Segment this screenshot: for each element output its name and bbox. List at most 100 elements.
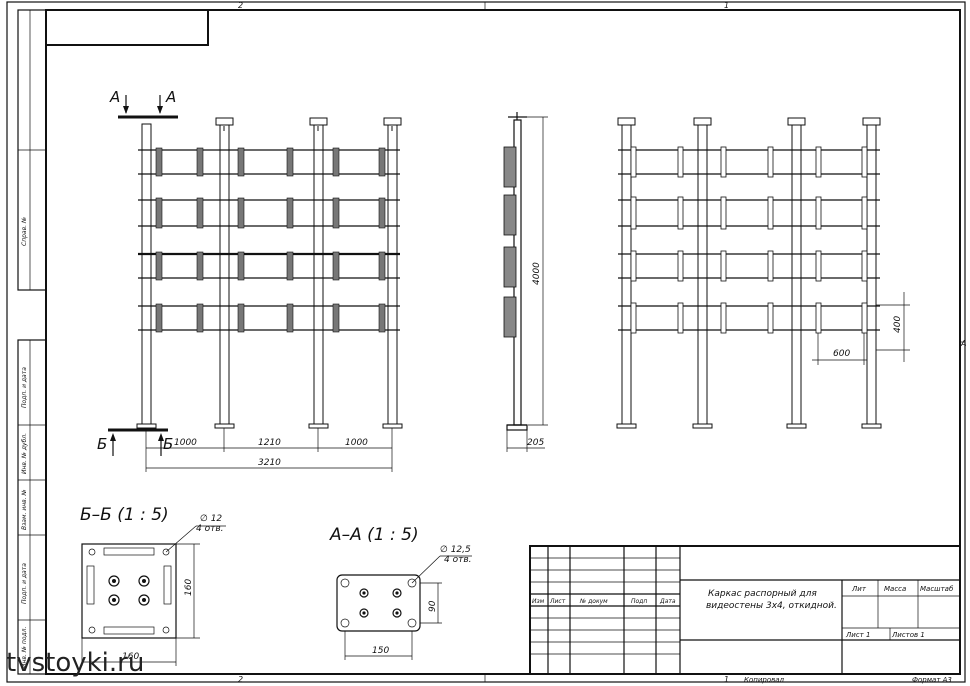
front-mount-bracket (286, 197, 294, 229)
rear-mount-bracket (630, 250, 637, 282)
rear-column-foot (616, 423, 637, 429)
section-a-view: А–А (1 : 5) ∅ 12,5 4 отв. 90 150 (329, 525, 472, 660)
zone-bottom-left: 2 (238, 675, 243, 684)
rear-mount-bracket (630, 302, 637, 334)
section-a-hole: ∅ 12,5 (440, 545, 471, 555)
section-b-dim-side: 160 (184, 579, 194, 596)
section-a-dim-side: 90 (428, 600, 438, 612)
stamp-vzam-inv: Взам. инв. № (21, 489, 28, 530)
rear-mount-bracket (815, 146, 822, 178)
front-mount-bracket (196, 197, 204, 229)
tb-name-line1: Каркас распорный для (708, 589, 817, 599)
section-b-dim-bottom: 160 (122, 652, 139, 662)
stamp-sprav: Справ. № (21, 217, 28, 246)
stamp-podp-data-2: Подп. и дата (21, 563, 28, 604)
section-a-dim-bottom: 150 (372, 646, 389, 656)
rear-mount-bracket (720, 302, 727, 334)
zone-top-left: 2 (238, 1, 243, 10)
front-column-head (309, 117, 328, 126)
front-mount-bracket (196, 147, 204, 177)
rear-mount-bracket (767, 146, 774, 178)
watermark: tvstoyki.ru (6, 648, 145, 678)
stamp-inv-podl: Инв. № подл. (21, 627, 28, 668)
front-mount-bracket (332, 147, 340, 177)
front-mount-bracket (378, 147, 386, 177)
zone-bottom-right: 1 (724, 675, 729, 684)
front-mount-bracket (286, 251, 294, 281)
side-mount-bracket (503, 194, 517, 236)
rear-column (621, 123, 632, 426)
rear-column (866, 123, 877, 426)
front-column-head (383, 117, 402, 126)
stamp-podp-data-1: Подп. и дата (21, 367, 28, 408)
section-mark-b-right: Б (163, 435, 173, 453)
dim-side-depth: 205 (527, 438, 544, 448)
section-b-holes-count: 4 отв. (196, 524, 224, 534)
front-mount-bracket (155, 303, 163, 333)
rear-column (697, 123, 708, 426)
tb-listov: Листов 1 (891, 631, 925, 639)
rear-mount-bracket (861, 146, 868, 178)
rear-mount-bracket (720, 250, 727, 282)
front-mount-bracket (237, 251, 245, 281)
rear-column-foot (861, 423, 882, 429)
dim-side-height: 4000 (532, 262, 542, 285)
front-mount-bracket (332, 197, 340, 229)
rear-mount-bracket (815, 302, 822, 334)
section-b-view: Б–Б (1 : 5) ∅ 12 4 отв. 160 160 (80, 505, 226, 666)
front-column-foot (308, 423, 329, 429)
rear-mount-bracket (767, 196, 774, 230)
front-mount-bracket (237, 147, 245, 177)
front-mount-bracket (196, 303, 204, 333)
dim-front-total: 3210 (258, 458, 281, 468)
front-column (387, 123, 398, 426)
front-column-foot (382, 423, 403, 429)
dim-front-left: 1000 (174, 438, 197, 448)
rear-column-head (693, 117, 712, 126)
rear-column-foot (692, 423, 713, 429)
tb-massa: Масса (884, 585, 906, 593)
rear-column-head (787, 117, 806, 126)
side-mount-bracket (503, 246, 517, 288)
front-column (141, 123, 152, 426)
front-mount-bracket (286, 303, 294, 333)
rear-mount-bracket (767, 302, 774, 334)
section-mark-a-right: А (165, 88, 176, 106)
front-mount-bracket (378, 303, 386, 333)
front-mount-bracket (332, 303, 340, 333)
rear-mount-bracket (861, 302, 868, 334)
rear-mount-bracket (630, 196, 637, 230)
dim-front-right: 1000 (345, 438, 368, 448)
rear-view: 400 600 (616, 117, 910, 429)
inner-border (45, 9, 961, 675)
tb-format: Формат А3 (912, 676, 952, 684)
tb-col-izm: Изм (532, 598, 545, 605)
section-mark-b-left: Б (97, 435, 107, 453)
rear-mount-bracket (720, 196, 727, 230)
zone-top-right: 1 (724, 1, 729, 10)
front-column-foot (136, 423, 157, 429)
tb-col-list: Лист (549, 598, 566, 605)
front-mount-bracket (155, 197, 163, 229)
dim-rear-vertical: 400 (893, 316, 903, 333)
front-view: А А Б Б 1000 1210 1000 3210 (97, 88, 403, 472)
rear-mount-bracket (815, 196, 822, 230)
dim-rear-horizontal: 600 (833, 349, 850, 359)
rear-column-foot (786, 423, 807, 429)
tb-list: Лист 1 (845, 631, 870, 639)
front-column (313, 123, 324, 426)
rear-mount-bracket (720, 146, 727, 178)
side-mount-bracket (503, 296, 517, 338)
side-view: 4000 205 (503, 112, 548, 452)
section-b-hole: ∅ 12 (200, 514, 222, 524)
front-mount-bracket (237, 303, 245, 333)
section-a-holes-count: 4 отв. (444, 555, 472, 565)
front-mount-bracket (286, 147, 294, 177)
front-mount-bracket (378, 251, 386, 281)
front-mount-bracket (155, 251, 163, 281)
rear-mount-bracket (677, 302, 684, 334)
section-a-title: А–А (1 : 5) (329, 525, 419, 545)
rear-mount-bracket (677, 146, 684, 178)
front-column-head (215, 117, 234, 126)
